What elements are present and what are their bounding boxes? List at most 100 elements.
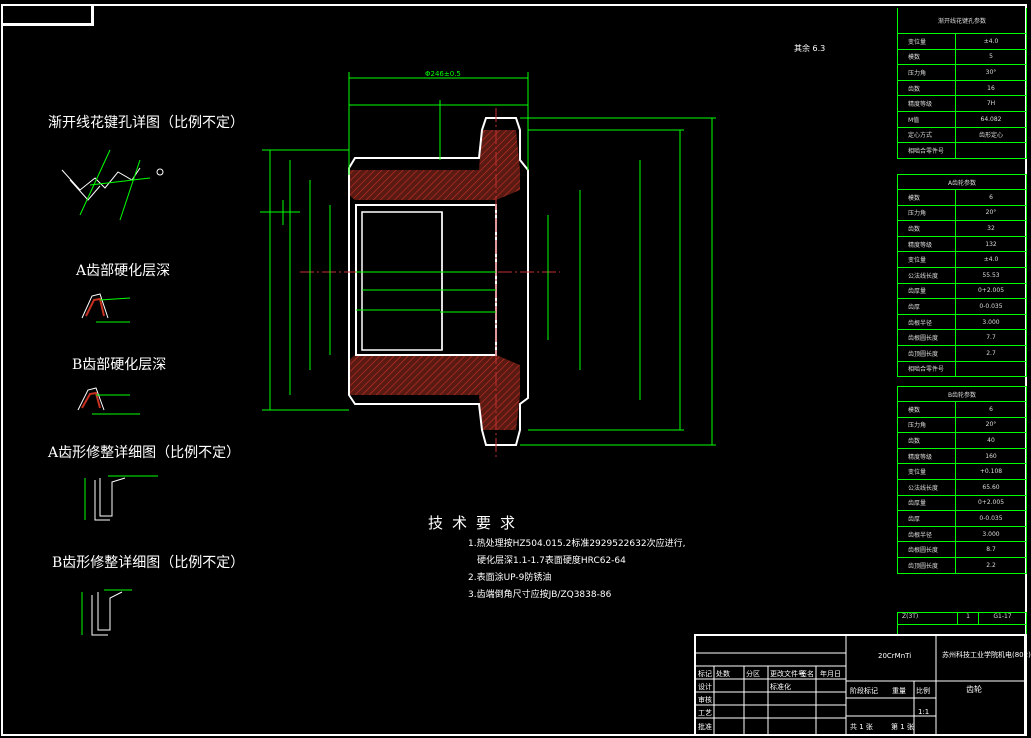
param-key: 齿根半径 bbox=[898, 314, 956, 330]
table-row: 模数 6 bbox=[898, 190, 1026, 206]
param-key: 齿顶圆长度 bbox=[898, 557, 956, 573]
param-key: 齿厚量 bbox=[898, 283, 956, 299]
roughness-note: 其余 6.3 bbox=[794, 44, 826, 53]
table-row: 齿数 32 bbox=[898, 221, 1026, 237]
param-key: 变位量 bbox=[898, 252, 956, 267]
tb-label: 工艺 bbox=[698, 709, 712, 717]
table-row: 变位量+0.108 bbox=[898, 464, 1026, 480]
small-table-cell: 1 bbox=[958, 613, 979, 624]
table-row: 齿厚量 0+2.005 bbox=[898, 283, 1026, 300]
param-value: ±4.0 bbox=[983, 256, 999, 264]
b-hardening-sketch bbox=[77, 387, 140, 415]
param-key: 齿根圆长度 bbox=[898, 542, 956, 557]
tb-label: 比例 bbox=[916, 687, 930, 695]
detail-title-b-hardening: B齿部硬化层深 bbox=[72, 357, 167, 373]
corner-box bbox=[1, 4, 94, 26]
param-key: 精度等级 bbox=[898, 448, 956, 464]
param-key: 精度等级 bbox=[898, 236, 956, 252]
param-key: 相啮合零件号 bbox=[898, 361, 956, 377]
param-key: 齿数 bbox=[898, 433, 956, 448]
spline-detail-sketch bbox=[61, 149, 164, 221]
param-key: 压力角 bbox=[898, 417, 956, 433]
param-value: ±4.0 bbox=[983, 37, 999, 45]
tb-label: 处数 bbox=[716, 670, 730, 678]
param-value: 齿形定心 bbox=[978, 132, 1003, 140]
table-row: 公法线长度 65.60 bbox=[898, 479, 1026, 496]
param-value: +0.108 bbox=[979, 468, 1003, 476]
tb-label: 批准 bbox=[698, 723, 712, 731]
company-label: 苏州科技工业学院机电(802) bbox=[942, 651, 1031, 659]
tb-label: 更改文件号 bbox=[770, 670, 805, 678]
spline-table-header: 渐开线花键孔参数 bbox=[898, 8, 1026, 34]
detail-title-spline: 渐开线花键孔详图（比例不定） bbox=[48, 115, 244, 131]
param-key: 模数 bbox=[898, 49, 956, 65]
tech-line-3: 2.表面涂UP-9防锈油 bbox=[468, 573, 552, 583]
tb-label: 重量 bbox=[892, 687, 906, 695]
param-value: 0+2.005 bbox=[977, 287, 1005, 295]
table-row: 相啮合零件号 bbox=[898, 361, 1026, 378]
tb-label: 审核 bbox=[698, 696, 712, 704]
param-key: 模数 bbox=[898, 402, 956, 417]
small-table-cell: G1-17 bbox=[993, 613, 1012, 620]
sheet-no: 第 1 张 bbox=[891, 723, 914, 731]
material-label: 20CrMnTi bbox=[878, 652, 912, 660]
param-value: 132 bbox=[985, 240, 997, 248]
a-profile-sketch bbox=[84, 475, 158, 521]
gear-b-table-header: B齿轮参数 bbox=[898, 386, 1026, 402]
param-key: 齿根圆长度 bbox=[898, 330, 956, 345]
param-value: 5 bbox=[989, 53, 993, 61]
param-key: 公法线长度 bbox=[898, 267, 956, 283]
tb-label: 签名 bbox=[800, 670, 814, 678]
tb-label: 分区 bbox=[746, 670, 760, 678]
tech-requirements-title: 技术要求 bbox=[428, 514, 525, 532]
dimension-lines bbox=[260, 72, 716, 446]
sheet-total: 共 1 张 bbox=[850, 723, 873, 731]
param-value bbox=[956, 143, 1026, 158]
param-value: 30° bbox=[985, 68, 997, 76]
param-value: 7H bbox=[986, 100, 996, 108]
param-key: 模数 bbox=[898, 190, 956, 205]
param-value: 8.7 bbox=[986, 546, 996, 554]
param-value: 7.7 bbox=[986, 334, 996, 342]
table-row: 齿厚 0-0.035 bbox=[898, 511, 1026, 527]
param-value: 6 bbox=[989, 193, 993, 201]
drawing-name: 齿轮 bbox=[966, 685, 982, 694]
table-row: 相啮合零件号 bbox=[898, 143, 1026, 159]
tb-label: 阶段标记 bbox=[850, 687, 878, 695]
param-value: 65.60 bbox=[982, 483, 1000, 491]
param-value: 0-0.035 bbox=[979, 514, 1003, 522]
param-key: 齿厚量 bbox=[898, 495, 956, 511]
param-value: 32 bbox=[987, 224, 995, 232]
gear-a-table-header: A齿轮参数 bbox=[898, 174, 1026, 190]
param-key: 齿根半径 bbox=[898, 526, 956, 542]
param-key: 公法线长度 bbox=[898, 479, 956, 495]
a-hardening-sketch bbox=[81, 293, 131, 323]
param-key: 齿厚 bbox=[898, 299, 956, 314]
param-key: 齿厚 bbox=[898, 511, 956, 526]
param-key: 齿数 bbox=[898, 221, 956, 236]
tech-line-4: 3.齿端倒角尺寸应按JB/ZQ3838-86 bbox=[468, 590, 612, 600]
detail-title-a-hardening: A齿部硬化层深 bbox=[76, 263, 171, 279]
param-key: 精度等级 bbox=[898, 96, 956, 111]
detail-title-b-profile: B齿形修整详细图（比例不定） bbox=[52, 555, 245, 571]
small-table: Z(3T) 1 G1-17 bbox=[897, 612, 1027, 634]
title-block: 20CrMnTi 苏州科技工业学院机电(802) 齿轮 1:1 共 1 张 第 … bbox=[694, 634, 1031, 736]
param-value: 16 bbox=[987, 84, 995, 92]
param-value: 2.7 bbox=[986, 349, 996, 357]
param-value bbox=[956, 362, 1026, 377]
param-key: 相啮合零件号 bbox=[898, 143, 956, 158]
table-row: 精度等级 7H bbox=[898, 96, 1026, 112]
